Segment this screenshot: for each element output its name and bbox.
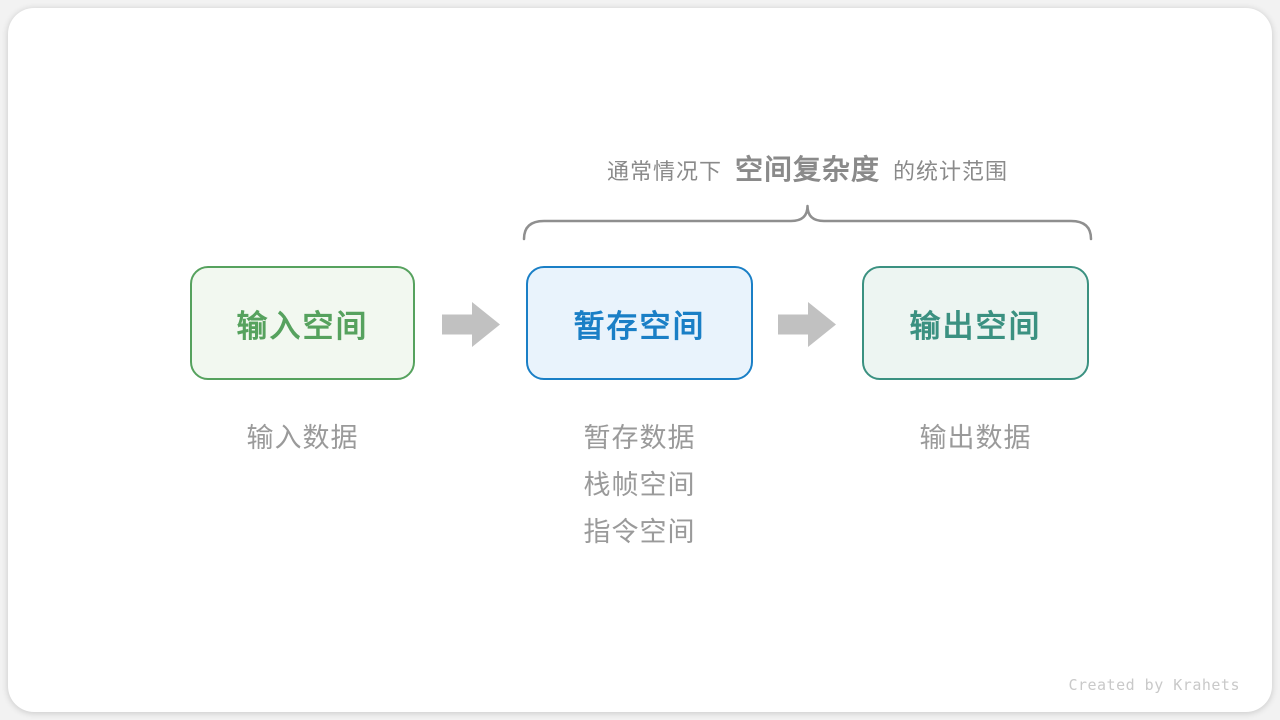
caption-highlight: 空间复杂度	[734, 153, 880, 186]
right-arrow-shape	[442, 302, 500, 347]
annotation-line: 指令空间	[583, 517, 696, 548]
caption-prefix: 通常情况下	[606, 160, 722, 185]
right-arrow-icon	[778, 302, 836, 347]
box-buffer-space: 暂存空间	[526, 266, 753, 380]
annotation-input-space: 输入数据	[190, 415, 415, 462]
box-input-space: 输入空间	[190, 266, 415, 380]
box-output-space: 输出空间	[862, 266, 1089, 380]
box-input-space-label: 输入空间	[236, 308, 369, 345]
annotation-line: 输入数据	[246, 423, 359, 454]
scope-caption: 通常情况下 空间复杂度 的统计范围	[522, 148, 1093, 186]
right-arrow-icon	[442, 302, 500, 347]
annotation-buffer-space: 暂存数据 栈帧空间 指令空间	[526, 415, 753, 556]
annotation-line: 暂存数据	[583, 423, 696, 454]
box-output-space-label: 输出空间	[909, 308, 1042, 345]
caption-suffix: 的统计范围	[893, 160, 1009, 185]
diagram-card: 通常情况下 空间复杂度 的统计范围 输入空间 暂存空间 输出空间 输入数据 暂存…	[8, 8, 1272, 712]
right-arrow-shape	[778, 302, 836, 347]
curly-brace	[522, 204, 1093, 242]
box-buffer-space-label: 暂存空间	[573, 308, 706, 345]
curly-brace-path	[522, 204, 1093, 241]
watermark: Created by Krahets	[1068, 676, 1240, 694]
annotation-line: 栈帧空间	[583, 470, 696, 501]
annotation-line: 输出数据	[919, 423, 1032, 454]
annotation-output-space: 输出数据	[862, 415, 1089, 462]
